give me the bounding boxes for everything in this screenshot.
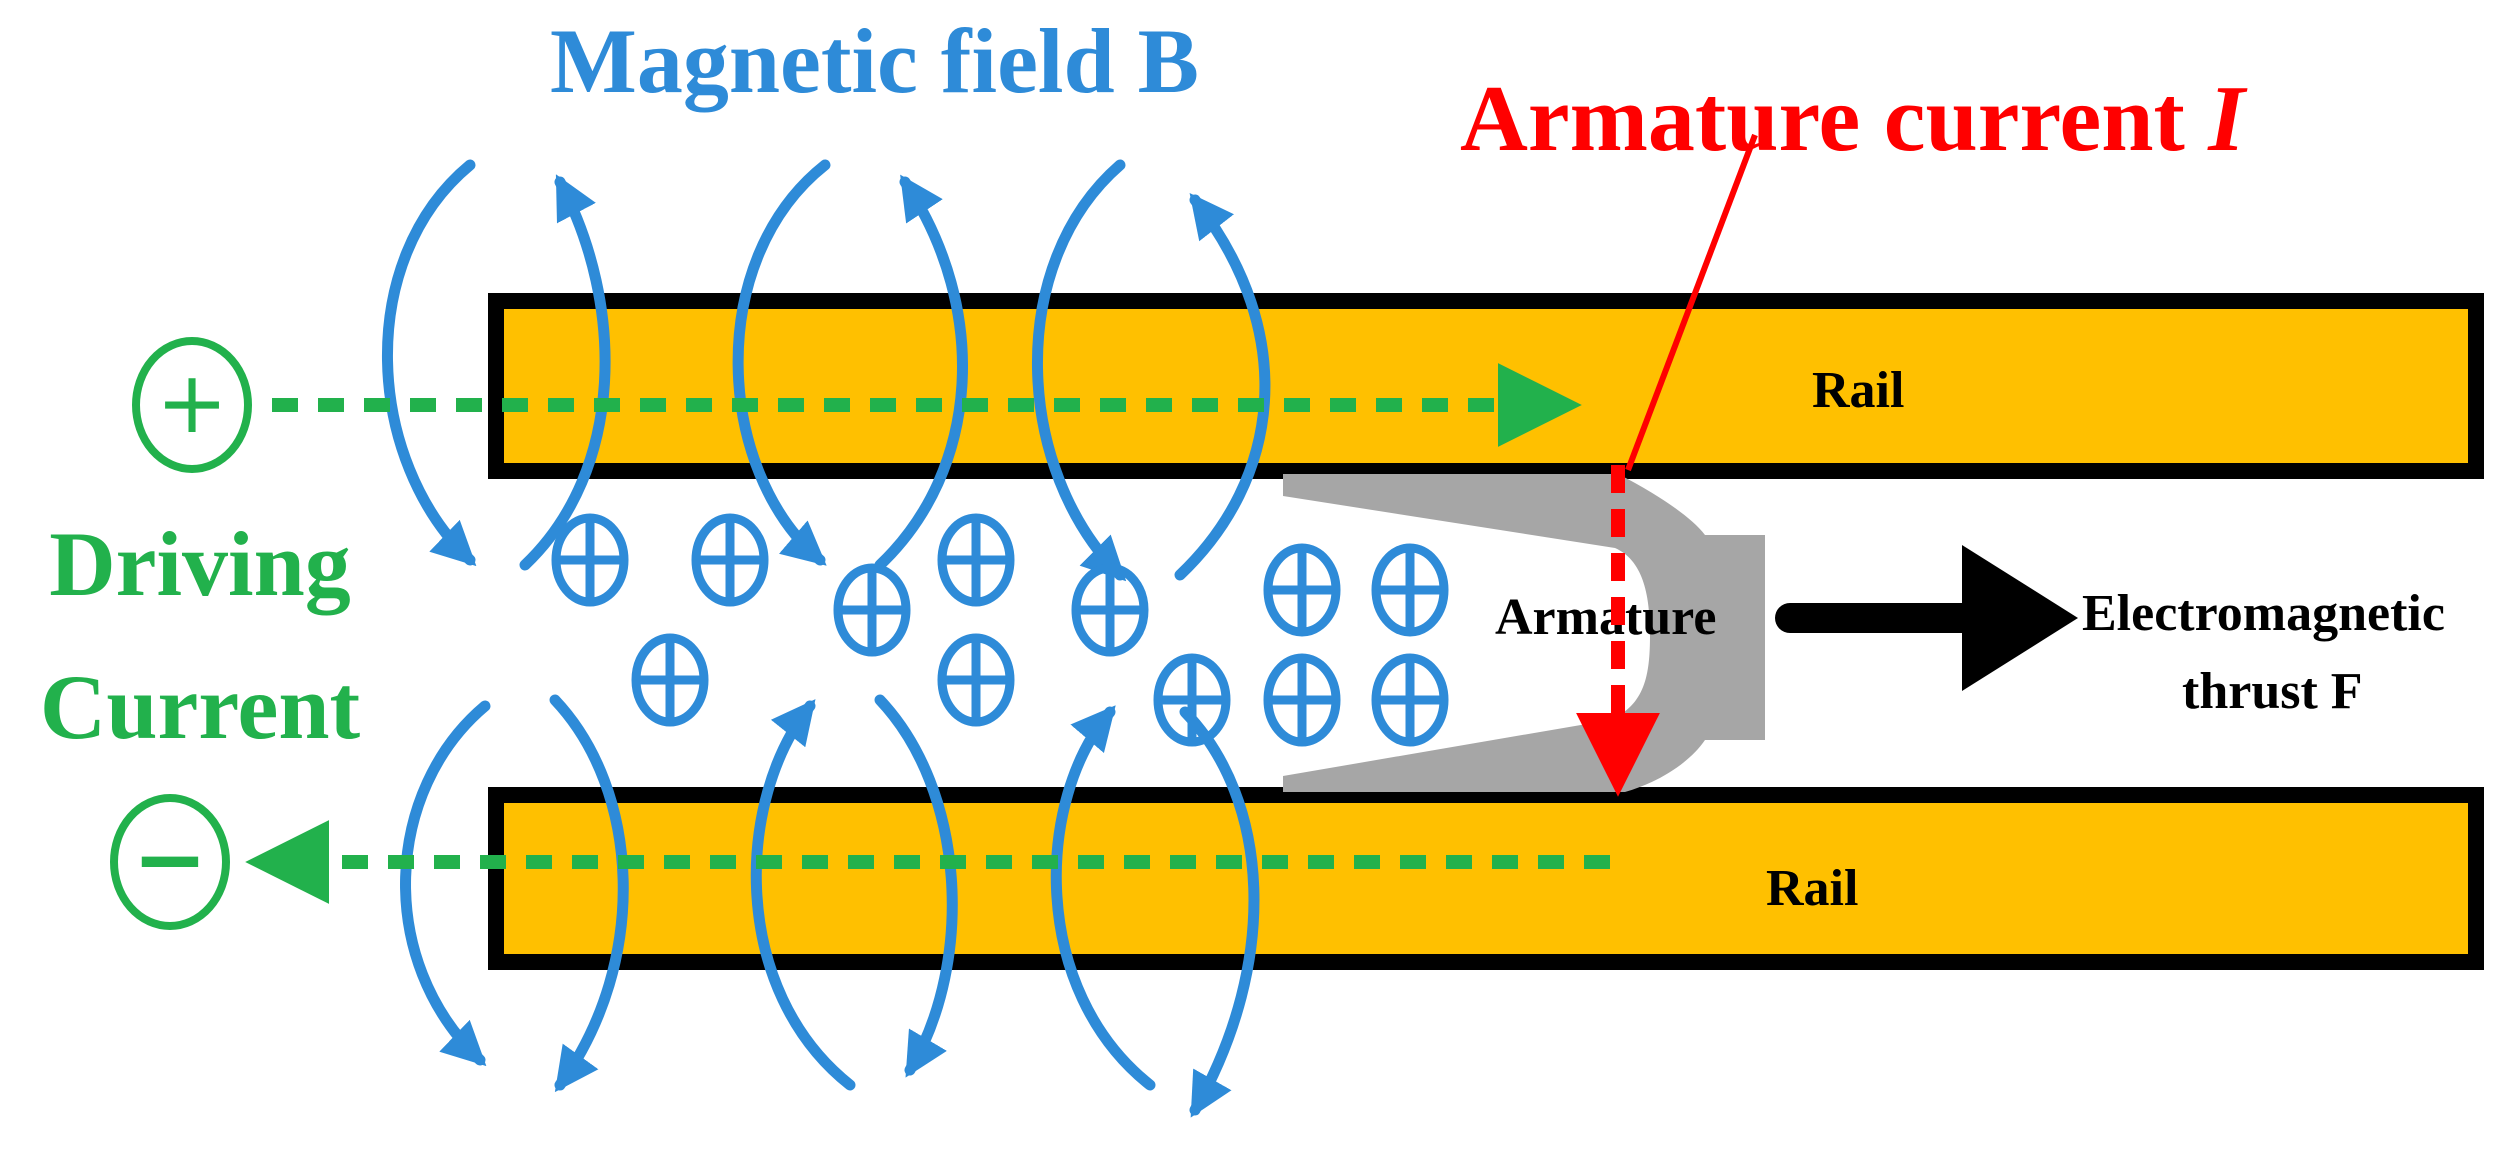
field-into-page-symbol xyxy=(636,638,704,722)
field-into-page-symbol xyxy=(1376,658,1444,742)
field-arrow-11 xyxy=(1050,705,1156,1091)
negative-terminal xyxy=(110,794,230,930)
field-arrow-4 xyxy=(874,174,968,571)
field-arrow-5 xyxy=(1031,159,1127,582)
rail-bottom xyxy=(488,787,2484,970)
field-into-page-symbol xyxy=(942,518,1010,602)
rail-top-label: Rail xyxy=(1812,362,1904,419)
armature-current-title: Armature current I xyxy=(1460,67,2248,171)
armature-current-pointer xyxy=(1625,133,1758,472)
field-arrow-6 xyxy=(1174,193,1271,581)
field-arrow-1 xyxy=(381,159,477,567)
driving-current-label-line2: Current xyxy=(40,656,361,758)
field-into-page-symbol xyxy=(1158,658,1226,742)
field-arrow-10 xyxy=(874,694,958,1078)
thrust-arrow-head xyxy=(1962,545,2078,691)
negative-terminal-sign: − xyxy=(132,807,207,912)
thrust-label-line2: thrust F xyxy=(2182,663,2363,720)
field-arrow-7 xyxy=(400,700,491,1067)
armature-label: Armature xyxy=(1495,589,1716,646)
field-into-page-symbol xyxy=(1268,548,1336,632)
field-arrow-8 xyxy=(549,694,629,1093)
magnetic-field-title: Magnetic field B xyxy=(550,10,1199,112)
field-into-page-symbol xyxy=(838,568,906,652)
field-into-page-symbol xyxy=(1268,658,1336,742)
armature-current-label: Armature current xyxy=(1460,67,2208,171)
thrust-label-line1: Electromagnetic xyxy=(2082,585,2445,642)
field-into-page-symbol xyxy=(942,638,1010,722)
rail-top xyxy=(488,293,2484,479)
field-into-page-symbol xyxy=(1376,548,1444,632)
positive-terminal-sign: + xyxy=(156,353,228,453)
armature xyxy=(1283,474,1765,792)
driving-current-label-line1: Driving xyxy=(49,513,351,615)
rail-bottom-label: Rail xyxy=(1766,860,1858,917)
field-into-page-symbol xyxy=(556,518,624,602)
field-into-page-symbol xyxy=(696,518,764,602)
armature-current-symbol: I xyxy=(2207,67,2248,171)
positive-terminal xyxy=(132,337,252,473)
field-into-page-symbol xyxy=(1076,568,1144,652)
field-arrow-2 xyxy=(519,174,611,571)
field-arrow-3 xyxy=(732,159,831,566)
field-arrow-9 xyxy=(750,699,856,1091)
field-arrow-12 xyxy=(1179,706,1260,1118)
